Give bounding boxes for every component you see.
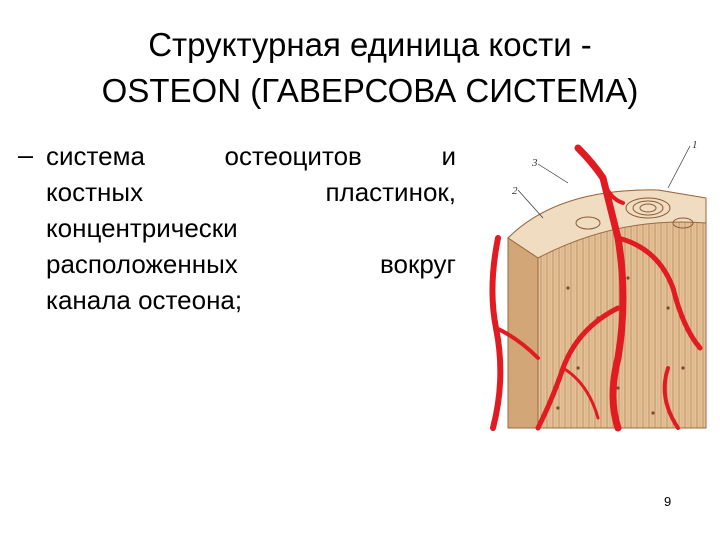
bone-front-face [507, 237, 539, 429]
definition-line-5: канала остеона; [46, 282, 456, 318]
word: расположенных [46, 249, 238, 279]
page-number: 9 [664, 494, 672, 509]
definition-line-4: расположенных вокруг [46, 246, 456, 282]
figure-label: 2 [512, 185, 518, 197]
word: костных [46, 177, 144, 207]
word: вокруг [379, 249, 456, 279]
word: и [441, 141, 456, 171]
osteon-illustration: 1 2 3 [489, 139, 707, 432]
slide-title: Структурная единица кости - OSTEON (ГАВЕ… [40, 22, 700, 114]
bone-top-surface [507, 189, 707, 259]
title-line-2: OSTEON (ГАВЕРСОВА СИСТЕМА) [101, 72, 639, 109]
blood-vessels [489, 144, 703, 432]
figure-label: 1 [692, 139, 698, 151]
figure-label: 3 [531, 157, 538, 169]
word: остеоцитов [224, 141, 362, 171]
bullet-marker: – [18, 140, 34, 170]
label-leaders [517, 145, 691, 219]
definition-line-3: концентрически [46, 210, 456, 246]
osteon-rings [575, 197, 694, 230]
word: канала остеона; [46, 285, 243, 315]
definition-text: система остеоцитов и костных пластинок, … [46, 138, 456, 318]
definition-line-1: система остеоцитов и [46, 138, 456, 174]
word: пластинок, [325, 177, 456, 207]
definition-line-2: костных пластинок, [46, 174, 456, 210]
word: концентрически [46, 213, 238, 243]
title-line-1: Структурная единица кости - [148, 26, 592, 63]
word: система [46, 141, 145, 171]
